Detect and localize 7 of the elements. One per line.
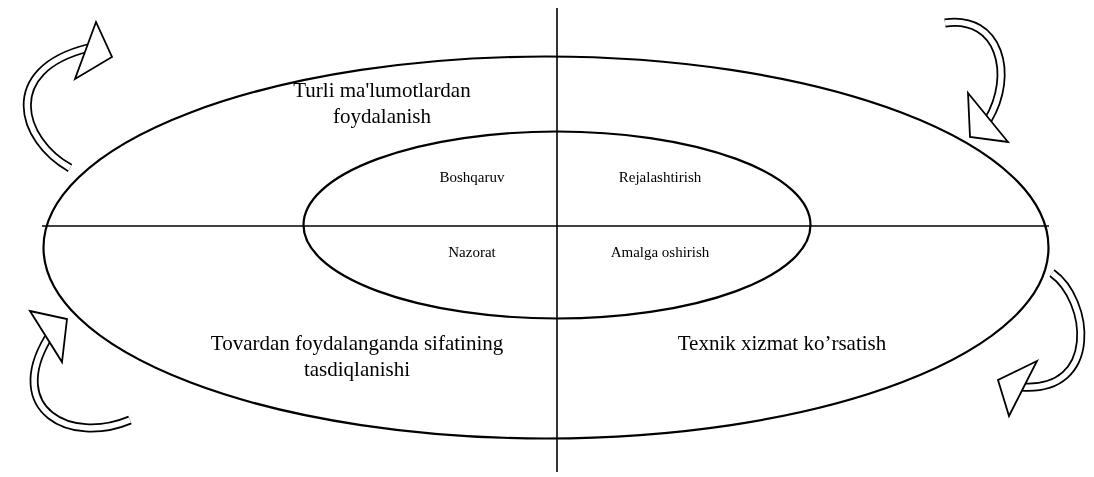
quadrant-label: Rejalashtirish	[617, 168, 703, 187]
quadrant-label: Nazorat	[447, 243, 497, 262]
quadrant-label: Boshqaruv	[438, 168, 506, 187]
quadrant-label: Turli ma'lumotlardan foydalanish	[292, 77, 472, 130]
quadrant-label: Texnik xizmat ko’rsatish	[676, 330, 888, 357]
quadrant-label: Tovardan foydalanganda sifatining tasdiqlanishi	[209, 330, 505, 383]
quadrant-label: Amalga oshirish	[609, 243, 711, 262]
